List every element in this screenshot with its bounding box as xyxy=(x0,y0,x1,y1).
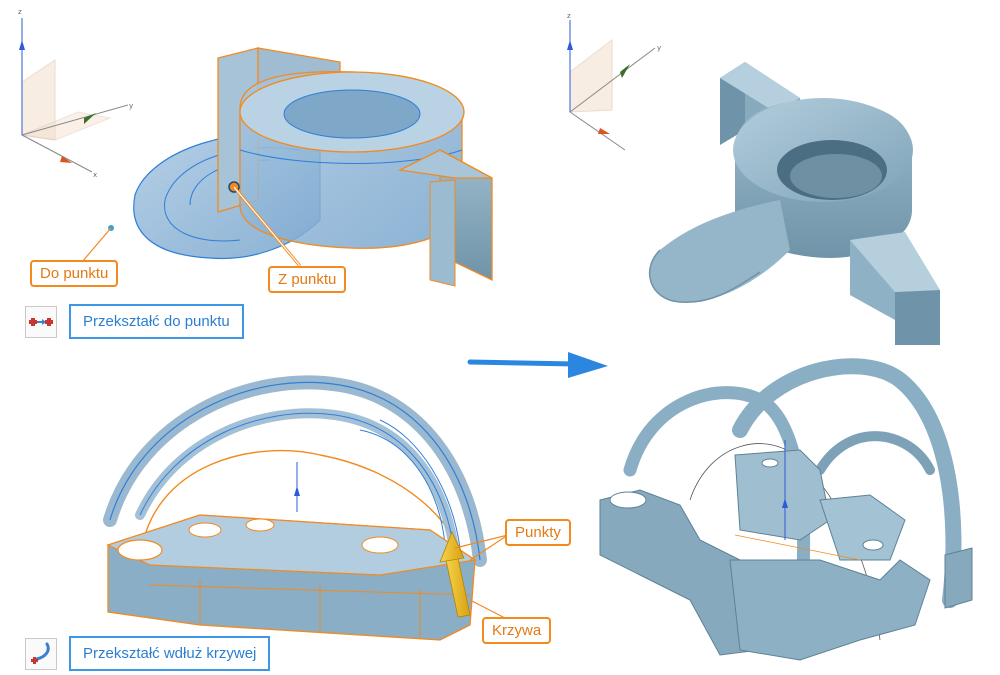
tool-transform-to-point[interactable]: Przekształć do punktu xyxy=(25,304,244,339)
triad-top-left: z y x xyxy=(18,8,133,179)
transition-arrow xyxy=(467,352,608,378)
tool-label-transform-to-point[interactable]: Przekształć do punktu xyxy=(69,304,244,339)
callout-do-punktu: Do punktu xyxy=(30,260,119,287)
part-transform-along-curve xyxy=(103,375,487,641)
triad2-label-z: z xyxy=(567,12,571,20)
arrow-between-crosses-icon[interactable] xyxy=(25,305,57,338)
triad-top-right: z y xyxy=(567,12,661,151)
tool-label-transform-along-curve[interactable]: Przekształć wdłuż krzywej xyxy=(69,636,271,671)
callout-krzywa: Krzywa xyxy=(482,617,552,644)
triad-label-z: z xyxy=(18,8,22,16)
triad-label-y: y xyxy=(129,102,133,110)
triad2-label-y: y xyxy=(657,44,661,52)
part-result-top xyxy=(649,62,940,345)
curve-with-cross-icon[interactable] xyxy=(25,637,57,670)
triad-label-x: x xyxy=(93,171,97,179)
tool-transform-along-curve[interactable]: Przekształć wdłuż krzywej xyxy=(25,636,271,671)
part-transform-to-point xyxy=(108,47,493,287)
callout-z-punktu: Z punktu xyxy=(268,266,347,293)
part-result-bottom xyxy=(599,358,973,661)
callout-punkty: Punkty xyxy=(505,519,571,546)
